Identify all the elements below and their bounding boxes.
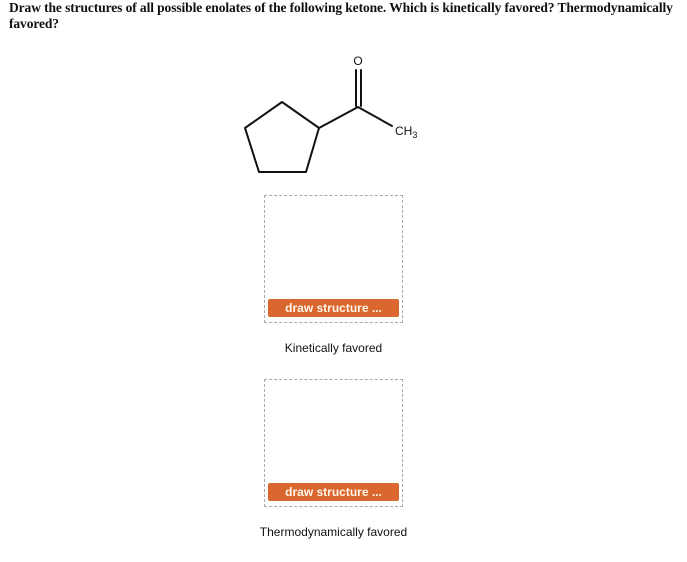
- thermodynamic-caption: Thermodynamically favored: [259, 525, 408, 539]
- thermodynamic-enolate-drawing-area[interactable]: draw structure ...: [264, 379, 403, 507]
- question-prompt: Draw the structures of all possible enol…: [9, 0, 673, 31]
- cyclopentane-ring: [244, 101, 320, 173]
- methyl-label: CH3: [395, 124, 417, 140]
- kinetic-caption: Kinetically favored: [284, 341, 383, 355]
- kinetic-enolate-drawing-area[interactable]: draw structure ...: [264, 195, 403, 323]
- oxygen-label: O: [353, 54, 362, 68]
- ketone-structure-diagram: O CH3: [244, 54, 417, 173]
- draw-structure-button-kinetic[interactable]: draw structure ...: [268, 299, 399, 317]
- draw-structure-button-thermodynamic[interactable]: draw structure ...: [268, 483, 399, 501]
- bonds: [318, 69, 393, 129]
